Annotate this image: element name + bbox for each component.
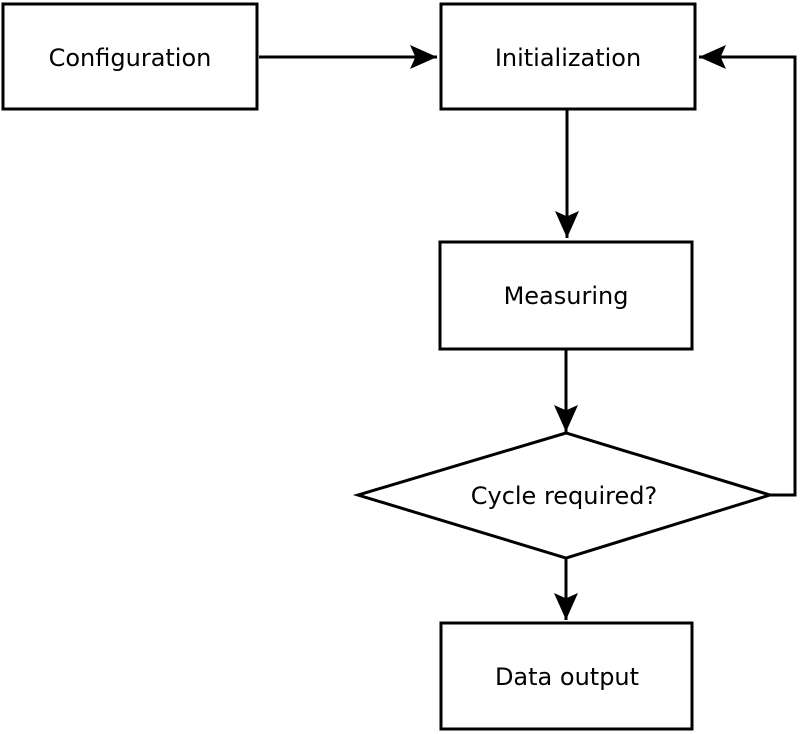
node-data-output-shape [439,621,694,731]
node-initialization: Initialization [439,2,697,111]
edges [259,45,797,620]
node-initialization-label: Initialization [495,44,641,72]
node-data-output: Data output [439,621,694,731]
node-cycle-required: Cycle required? [352,431,776,560]
node-measuring-shape [438,240,694,351]
node-data-output-label: Data output [495,663,639,691]
node-measuring: Measuring [438,240,694,351]
node-measuring-label: Measuring [504,282,629,310]
node-cycle-required-label: Cycle required? [471,482,658,510]
node-configuration-shape [1,2,259,111]
node-initialization-shape [439,2,697,111]
node-configuration-label: Configuration [49,44,212,72]
edge-cycle-required-to-initialization-feedback [699,45,797,497]
node-cycle-required-shape [352,431,776,560]
node-configuration: Configuration [1,2,259,111]
